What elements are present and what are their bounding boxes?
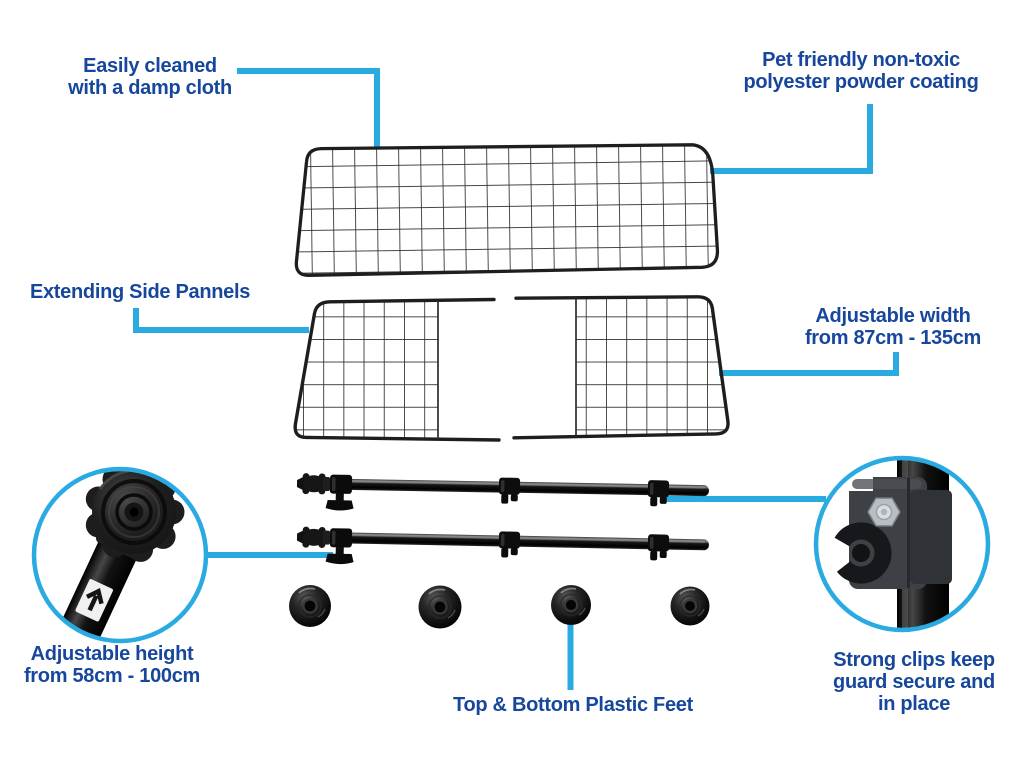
- telescopic-bar-top: [296, 473, 710, 517]
- plastic-foot: [418, 585, 462, 629]
- label-line: polyester powder coating: [743, 71, 979, 93]
- label-line: Adjustable height: [30, 643, 194, 665]
- label-line: Top & Bottom Plastic Feet: [453, 694, 693, 716]
- label-side-panels: Extending Side Pannels: [0, 281, 280, 303]
- line-pet-friendly: [710, 104, 873, 174]
- label-plastic-feet: Top & Bottom Plastic Feet: [408, 694, 738, 716]
- right-extension-panel: [512, 295, 730, 440]
- line-adjustable-width: [719, 352, 899, 376]
- clip-closeup: [813, 455, 991, 633]
- height-knob-closeup: [31, 466, 209, 644]
- annotation-lines: [133, 68, 899, 690]
- label-line: Pet friendly non-toxic: [762, 49, 960, 71]
- plastic-foot: [289, 585, 331, 627]
- clip-body: [830, 467, 952, 589]
- plastic-foot: [670, 586, 710, 626]
- label-line: guard secure and: [833, 671, 995, 693]
- label-line: Adjustable width: [815, 305, 971, 327]
- up-arrow-icon: [85, 587, 104, 612]
- label-line: with a damp cloth: [68, 77, 232, 99]
- label-pet-friendly: Pet friendly non-toxic polyester powder …: [696, 49, 1024, 93]
- clip-jaw: [830, 522, 892, 584]
- plastic-foot: [551, 585, 591, 625]
- label-line: in place: [877, 693, 951, 715]
- telescopic-bar-bottom: [296, 526, 710, 572]
- main-mesh-panel: [294, 143, 720, 277]
- label-line: Easily cleaned: [83, 55, 217, 77]
- left-extension-panel: [293, 297, 501, 442]
- plastic-feet-row: [289, 585, 710, 629]
- label-line: from 87cm - 135cm: [804, 327, 982, 349]
- label-line: from 58cm - 100cm: [23, 665, 201, 687]
- label-line: Strong clips keep: [833, 649, 995, 671]
- label-strong-clips: Strong clips keep guard secure and in pl…: [799, 649, 1024, 715]
- label-adjustable-width: Adjustable width from 87cm - 135cm: [753, 305, 1024, 349]
- line-easily-cleaned: [237, 68, 380, 149]
- label-adjustable-height: Adjustable height from 58cm - 100cm: [6, 643, 218, 687]
- line-side-panels: [133, 308, 309, 333]
- label-line: Extending Side Pannels: [29, 281, 251, 303]
- label-easily-cleaned: Easily cleaned with a damp cloth: [10, 55, 290, 99]
